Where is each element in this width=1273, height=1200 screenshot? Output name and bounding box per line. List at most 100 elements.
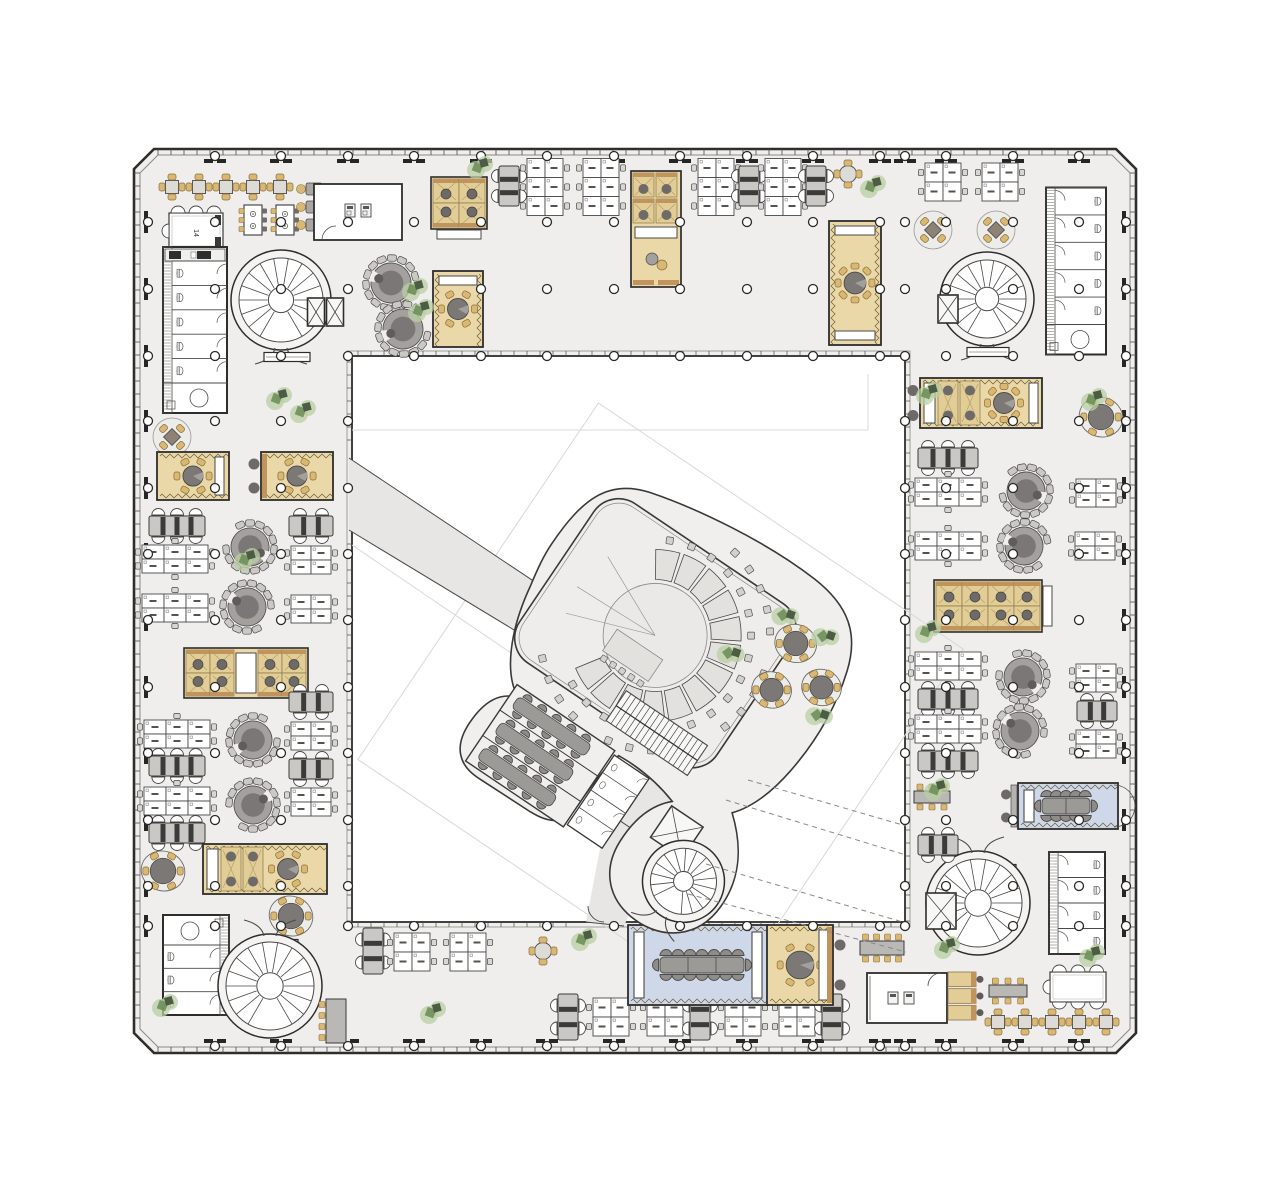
column [142,548,154,560]
cafe-square [1038,1008,1066,1036]
column [674,1040,686,1052]
desk-cluster [135,538,215,580]
toilet-block [162,246,228,414]
column [541,920,553,932]
plant-icon [805,707,833,726]
desk-cluster [918,162,968,202]
column [807,216,819,228]
column [541,150,553,162]
column [1007,548,1019,560]
column [899,350,911,362]
column [1007,681,1019,693]
print-room [313,183,403,241]
cafe-square [1092,1008,1120,1036]
column [674,150,686,162]
column [874,150,886,162]
elevator [325,297,345,327]
column [275,614,287,626]
column [1007,482,1019,494]
round-pod [225,712,281,768]
desk-cluster [135,587,215,629]
column [209,415,221,427]
round-blob-table [1078,396,1124,438]
column [608,216,620,228]
central-pod [459,487,853,942]
column [940,920,952,932]
column [1073,415,1085,427]
column [142,920,154,932]
column [741,283,753,295]
column [1007,216,1019,228]
plant-icon [467,156,493,179]
column [807,283,819,295]
cafe-dark [976,210,1016,250]
column [1120,920,1132,932]
column [1073,880,1085,892]
column [342,880,354,892]
column [899,920,911,932]
meeting-blue [1001,782,1136,830]
column [940,216,952,228]
plant-icon [915,620,941,643]
column [1073,681,1085,693]
column [1120,681,1132,693]
bench-desk [798,165,834,207]
column [1120,548,1132,560]
column [275,216,287,228]
bench-desk [148,815,206,851]
column [209,614,221,626]
column [741,920,753,932]
column [741,350,753,362]
cafe-square [1065,1008,1093,1036]
cafe-square [212,173,240,201]
column [275,283,287,295]
column [209,681,221,693]
round-pod [374,300,432,358]
column [275,920,287,932]
column [1120,614,1132,626]
column [1007,747,1019,759]
meeting-tan [202,843,328,895]
column [1073,747,1085,759]
column [1007,614,1019,626]
cafe-dark [913,210,953,250]
columns [142,150,1132,1052]
column [899,747,911,759]
column [940,880,952,892]
column [940,681,952,693]
column [342,614,354,626]
column [142,614,154,626]
desk-cluster [718,997,768,1037]
plant-icon [716,645,745,664]
round-pod [219,579,275,635]
plant-icon [924,778,950,801]
zig [830,223,880,345]
pod-meeting-wing [464,683,616,828]
desk-cluster [137,713,217,755]
column [899,814,911,826]
spiral-stair [230,249,332,365]
column [541,216,553,228]
column [899,283,911,295]
plant-icon [1079,944,1105,967]
column [209,150,221,162]
cafe-square [158,173,186,201]
round-blob-table [801,668,842,707]
column [899,681,911,693]
bench-desk [491,165,527,207]
focus-booths [183,647,309,699]
column [1120,216,1132,228]
column [674,920,686,932]
column [807,920,819,932]
bench-desk [917,440,979,476]
column [674,283,686,295]
column [1120,415,1132,427]
column [674,216,686,228]
desk-cluster [758,158,808,216]
column [342,283,354,295]
column [899,1040,911,1052]
desk-cluster [284,594,338,624]
cafe-square [1011,1008,1039,1036]
